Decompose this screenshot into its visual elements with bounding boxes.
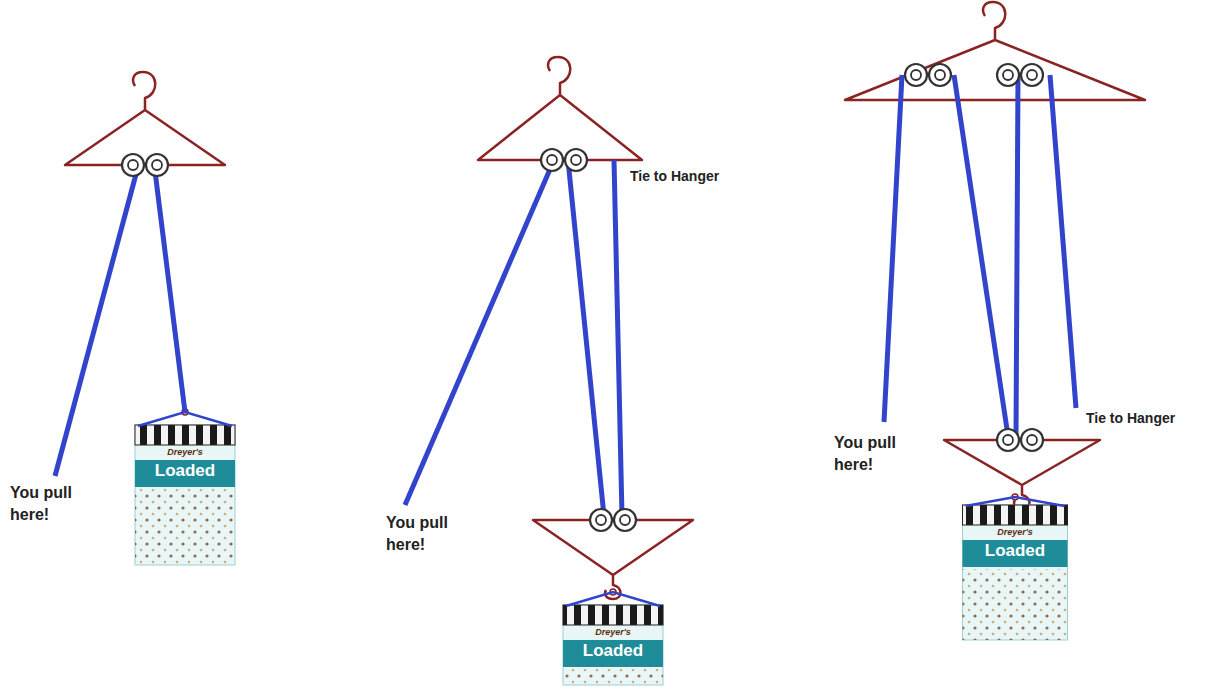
rope xyxy=(884,75,902,422)
rope xyxy=(154,163,185,412)
carton-band xyxy=(563,640,663,667)
product-name: Loaded xyxy=(573,641,653,661)
pulley-wheel xyxy=(1021,429,1043,451)
brand-name: Dreyer's xyxy=(145,447,225,457)
carton-lid xyxy=(563,605,663,625)
tie-label: Tie to Hanger xyxy=(1086,410,1175,426)
carton-strap xyxy=(566,592,660,606)
pulley-axle xyxy=(596,515,606,525)
carton-band xyxy=(135,460,235,487)
pulley-axle xyxy=(1003,70,1013,80)
pull-label: You pull here! xyxy=(386,512,478,555)
cartons xyxy=(135,409,1068,685)
pulley-wheel xyxy=(929,64,951,86)
product-name: Loaded xyxy=(975,541,1055,561)
carton-strap xyxy=(966,497,1065,506)
pulley-axle xyxy=(128,160,138,170)
rope xyxy=(1016,75,1018,436)
pulley-hanger xyxy=(533,520,693,599)
pulley-wheel xyxy=(565,149,587,171)
rope xyxy=(55,163,139,476)
pulley-hanger xyxy=(944,440,1100,509)
pulley-wheel xyxy=(905,64,927,86)
pulley-wheel xyxy=(997,64,1019,86)
carton-body xyxy=(963,505,1068,640)
carton-lid xyxy=(963,505,1068,525)
pulley-axle xyxy=(1027,435,1037,445)
pulley-axle xyxy=(1003,435,1013,445)
product-name: Loaded xyxy=(145,461,225,481)
ice-cream-carton xyxy=(563,589,663,685)
brand-name: Dreyer's xyxy=(573,627,653,637)
coat-hanger xyxy=(845,2,1145,100)
pulley-wheel xyxy=(614,509,636,531)
pulley-axle xyxy=(620,515,630,525)
hangers xyxy=(65,2,1145,599)
pulley-axle xyxy=(571,155,581,165)
rope xyxy=(405,160,554,505)
pulley-wheel xyxy=(1021,64,1043,86)
pulley-axle xyxy=(911,70,921,80)
rope xyxy=(954,75,1008,436)
carton-strap xyxy=(138,412,232,426)
carton-body xyxy=(563,605,663,685)
rope xyxy=(1050,75,1076,408)
pulleys xyxy=(122,64,1043,531)
brand-name: Dreyer's xyxy=(975,527,1055,537)
tie-label: Tie to Hanger xyxy=(630,168,719,184)
pulley-wheel xyxy=(997,429,1019,451)
pulley-axle xyxy=(547,155,557,165)
carton-dots xyxy=(135,489,235,565)
pulley-wheel xyxy=(590,509,612,531)
coat-hanger xyxy=(65,72,225,165)
pulley-wheel xyxy=(122,154,144,176)
pulley-wheel xyxy=(541,149,563,171)
pulley-wheel xyxy=(146,154,168,176)
carton-dots xyxy=(563,669,663,685)
pull-label: You pull here! xyxy=(10,482,102,525)
ropes xyxy=(55,75,1076,606)
pulley-axle xyxy=(935,70,945,80)
coat-hanger xyxy=(478,57,642,160)
ice-cream-carton xyxy=(963,494,1068,640)
rope xyxy=(568,160,604,516)
ice-cream-carton xyxy=(135,409,235,565)
carton-lid xyxy=(135,425,235,445)
pulley-axle xyxy=(152,160,162,170)
pull-label: You pull here! xyxy=(834,432,926,475)
carton-band xyxy=(963,540,1068,567)
pulley-axle xyxy=(1027,70,1037,80)
rope xyxy=(614,160,622,516)
carton-dots xyxy=(963,569,1068,640)
carton-body xyxy=(135,425,235,565)
